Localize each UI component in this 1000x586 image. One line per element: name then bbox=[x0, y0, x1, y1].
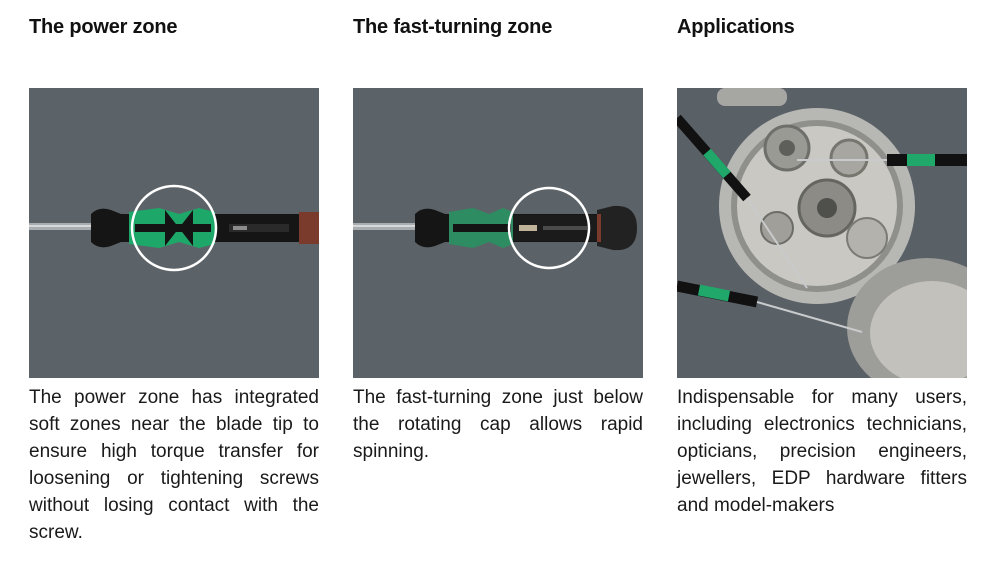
fast-turning-zone-photo bbox=[353, 88, 643, 378]
applications-heading: Applications bbox=[677, 16, 795, 38]
power-zone-photo bbox=[29, 88, 319, 378]
power-zone-heading: The power zone bbox=[29, 16, 178, 38]
fast-turning-zone-heading: The fast-turning zone bbox=[353, 16, 553, 38]
applications-description: Indispensable for many users, including … bbox=[677, 387, 967, 516]
fast-turning-zone-description: The fast-turning zone just below the rot… bbox=[353, 387, 643, 462]
applications-photo bbox=[677, 88, 967, 378]
power-zone-description: The power zone has integrated soft zones… bbox=[29, 387, 319, 543]
